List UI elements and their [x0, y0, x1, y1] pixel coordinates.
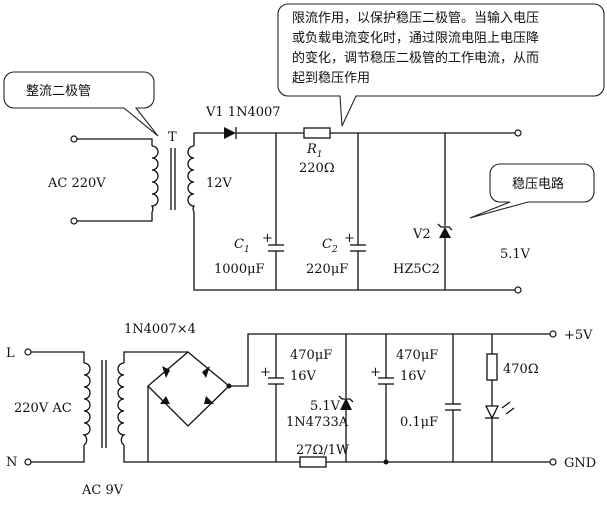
bottom-cap3-value: 0.1μF [400, 415, 438, 430]
bottom-resistor-27 [299, 456, 327, 468]
top-zener-name: V2 [412, 227, 431, 242]
bottom-out-gnd-terminal [549, 458, 557, 466]
top-diode-label: V1 1N4007 [205, 105, 281, 120]
bottom-led-resistor-label: 470Ω [503, 362, 539, 377]
bottom-cap2-voltage: 16V [400, 369, 427, 384]
top-ac-terminal-2 [70, 217, 78, 225]
top-zener-part: HZ5C2 [393, 262, 440, 277]
bottom-terminal-L-dot [24, 348, 32, 356]
bottom-circuit: L N 220V AC AC 9V 1N4007×4 [6, 322, 596, 498]
top-c1-name: C1 [234, 237, 250, 255]
callout-limit-line2: 或负载电流变化时，通过限流电阻上电压降 [292, 30, 539, 46]
top-resistor-r1 [303, 127, 331, 139]
bottom-bridge-rectifier [147, 351, 248, 463]
callout-limit-line4: 起到稳压作用 [292, 70, 370, 86]
bottom-led-icon [484, 405, 500, 420]
svg-text:+: + [370, 365, 381, 380]
svg-text:+: + [262, 231, 273, 246]
top-resistor-name: R1 [306, 142, 323, 160]
top-circuit: AC 220V T 12V V1 1N4007 R1 220Ω [47, 105, 531, 294]
bottom-zener-voltage: 5.1V [310, 399, 341, 414]
top-capacitor-c2: + [344, 133, 366, 290]
bottom-terminal-N: N [6, 455, 17, 470]
bottom-capacitor-3 [445, 334, 461, 462]
bottom-led-branch [484, 334, 515, 462]
callout-regulator-text: 稳压电路 [512, 176, 564, 192]
callout-rectifier-text: 整流二极管 [26, 84, 91, 99]
bottom-ac-label: 220V AC [14, 401, 72, 416]
bottom-bridge-label: 1N4007×4 [124, 322, 196, 337]
top-output-voltage: 5.1V [500, 247, 531, 262]
bottom-transformer [81, 360, 127, 448]
bottom-resistor-label: 27Ω/1W [296, 443, 350, 458]
callout-current-limit: 限流作用，以保护稳压二极管。当输入电压 或负载电流变化时，通过限流电阻上电压降 … [277, 3, 605, 127]
top-ac-label: AC 220V [47, 176, 106, 191]
callout-limit-line1: 限流作用，以保护稳压二极管。当输入电压 [292, 10, 539, 26]
svg-text:+: + [260, 365, 271, 380]
svg-text:+: + [344, 231, 355, 246]
top-secondary-voltage: 12V [206, 176, 233, 191]
bottom-zener-part: 1N4733A [286, 415, 349, 430]
top-resistor-value: 220Ω [299, 161, 335, 176]
top-out-terminal-plus [514, 129, 522, 137]
top-c2-name: C2 [322, 237, 338, 255]
top-transformer: T [150, 130, 196, 213]
top-diode-v1 [224, 127, 237, 139]
callout-limit-line3: 的变化，调节稳压二极管的工作电流，从而 [292, 50, 539, 66]
bottom-ac-secondary: AC 9V [81, 483, 124, 498]
bottom-cap2-value: 470μF [396, 348, 438, 363]
top-zener-v2 [437, 133, 453, 290]
bottom-cap1-voltage: 16V [290, 369, 317, 384]
callout-regulator: 稳压电路 [469, 163, 595, 219]
bottom-capacitor-1: + [260, 334, 284, 462]
top-c1-value: 1000μF [214, 262, 265, 277]
bottom-capacitor-2: + [370, 334, 394, 465]
bottom-out-plus-terminal [549, 330, 557, 338]
bottom-terminal-L: L [6, 346, 15, 361]
top-c2-value: 220μF [306, 262, 348, 277]
bottom-zener [338, 334, 354, 440]
bottom-cap1-value: 470μF [290, 348, 332, 363]
top-out-terminal-minus [514, 286, 522, 294]
top-capacitor-c1: + [262, 133, 284, 290]
bottom-terminal-N-dot [24, 458, 32, 466]
bottom-led-resistor [486, 353, 498, 381]
top-ac-terminal-1 [70, 135, 78, 143]
bottom-out-gnd-label: GND [564, 456, 596, 471]
bottom-out-plus-label: +5V [564, 328, 593, 343]
top-transformer-label: T [168, 130, 177, 145]
callout-rectifier-diode: 整流二极管 [3, 71, 159, 137]
